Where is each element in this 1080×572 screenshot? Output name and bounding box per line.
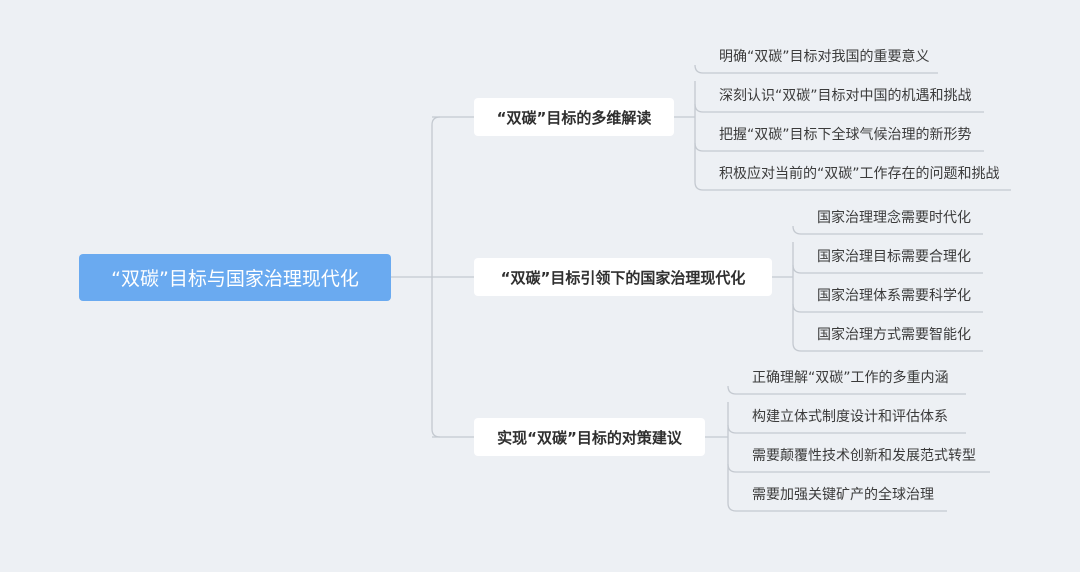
subtopic-item[interactable]: 深刻认识“双碳”目标对中国的机遇和挑战 xyxy=(719,84,972,108)
branch-topic-multidimensional-interpretation[interactable]: “双碳”目标的多维解读 xyxy=(474,98,674,136)
subtopic-label: 国家治理目标需要合理化 xyxy=(817,249,971,265)
subtopic-item[interactable]: 需要加强关键矿产的全球治理 xyxy=(752,483,934,507)
root-topic-label: “双碳”目标与国家治理现代化 xyxy=(111,268,359,290)
root-topic[interactable]: “双碳”目标与国家治理现代化 xyxy=(79,254,391,301)
subtopic-item[interactable]: 国家治理方式需要智能化 xyxy=(817,323,971,347)
subtopic-underline xyxy=(727,463,990,473)
subtopic-underline xyxy=(792,342,983,352)
subtopic-item[interactable]: 正确理解“双碳”工作的多重内涵 xyxy=(752,366,949,390)
subtopic-label: 构建立体式制度设计和评估体系 xyxy=(752,409,948,425)
subtopic-underline xyxy=(727,424,966,434)
subtopic-item[interactable]: 需要颠覆性技术创新和发展范式转型 xyxy=(752,444,976,468)
subtopic-item[interactable]: 国家治理理念需要时代化 xyxy=(817,206,971,230)
subtopic-underline xyxy=(792,303,983,313)
subtopic-item[interactable]: 构建立体式制度设计和评估体系 xyxy=(752,405,948,429)
subtopic-label: 国家治理体系需要科学化 xyxy=(817,288,971,304)
subtopic-item[interactable]: 积极应对当前的“双碳”工作存在的问题和挑战 xyxy=(719,162,1000,186)
subtopic-label: 积极应对当前的“双碳”工作存在的问题和挑战 xyxy=(719,166,1000,182)
subtopic-underline xyxy=(792,225,983,235)
branch-topic-label: “双碳”目标引领下的国家治理现代化 xyxy=(500,268,746,287)
subtopic-underline xyxy=(694,103,984,113)
branch-topic-policy-recommendations[interactable]: 实现“双碳”目标的对策建议 xyxy=(474,418,705,456)
subtopic-label: 需要颠覆性技术创新和发展范式转型 xyxy=(752,448,976,464)
subtopic-item[interactable]: 把握“双碳”目标下全球气候治理的新形势 xyxy=(719,123,972,147)
subtopic-label: 把握“双碳”目标下全球气候治理的新形势 xyxy=(719,127,972,143)
subtopic-item[interactable]: 国家治理体系需要科学化 xyxy=(817,284,971,308)
subtopic-label: 正确理解“双碳”工作的多重内涵 xyxy=(752,370,949,386)
branch-topic-label: 实现“双碳”目标的对策建议 xyxy=(497,428,682,447)
subtopic-label: 国家治理理念需要时代化 xyxy=(817,210,971,226)
subtopic-item[interactable]: 明确“双碳”目标对我国的重要意义 xyxy=(719,45,930,69)
branch-topic-label: “双碳”目标的多维解读 xyxy=(496,108,652,127)
subtopic-label: 需要加强关键矿产的全球治理 xyxy=(752,487,934,503)
subtopic-underline xyxy=(792,264,983,274)
subtopic-label: 明确“双碳”目标对我国的重要意义 xyxy=(719,49,930,65)
subtopic-underline xyxy=(694,142,984,152)
subtopic-underline xyxy=(694,181,1011,191)
subtopic-underline xyxy=(727,385,966,395)
subtopic-underline xyxy=(727,502,947,512)
subtopic-item[interactable]: 国家治理目标需要合理化 xyxy=(817,245,971,269)
subtopic-underline xyxy=(694,64,938,74)
subtopic-label: 国家治理方式需要智能化 xyxy=(817,327,971,343)
subtopic-label: 深刻认识“双碳”目标对中国的机遇和挑战 xyxy=(719,88,972,104)
branch-topic-governance-modernization[interactable]: “双碳”目标引领下的国家治理现代化 xyxy=(474,258,772,296)
